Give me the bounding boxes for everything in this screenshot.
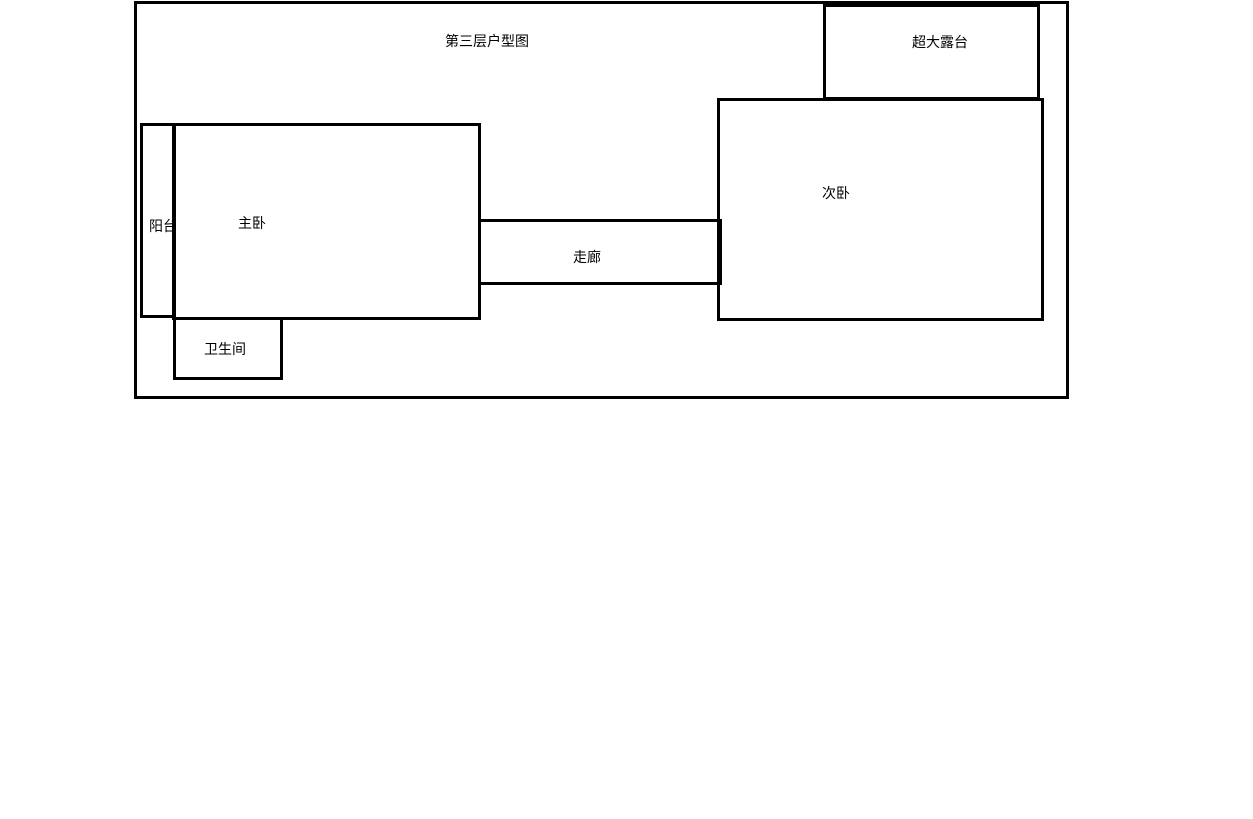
master-bedroom-label: 主卧 bbox=[238, 216, 266, 232]
corridor-room bbox=[478, 219, 722, 285]
second-bedroom-label: 次卧 bbox=[822, 186, 850, 202]
bathroom-room bbox=[173, 317, 283, 380]
plan-title: 第三层户型图 bbox=[445, 34, 529, 50]
corridor-label: 走廊 bbox=[573, 250, 601, 266]
terrace-room bbox=[823, 4, 1040, 100]
floor-outline bbox=[134, 1, 1069, 399]
master-bedroom-room bbox=[172, 123, 481, 320]
balcony-label: 阳台 bbox=[149, 219, 177, 235]
terrace-label: 超大露台 bbox=[912, 35, 968, 51]
bathroom-label: 卫生间 bbox=[204, 342, 246, 358]
second-bedroom-room bbox=[717, 98, 1044, 321]
